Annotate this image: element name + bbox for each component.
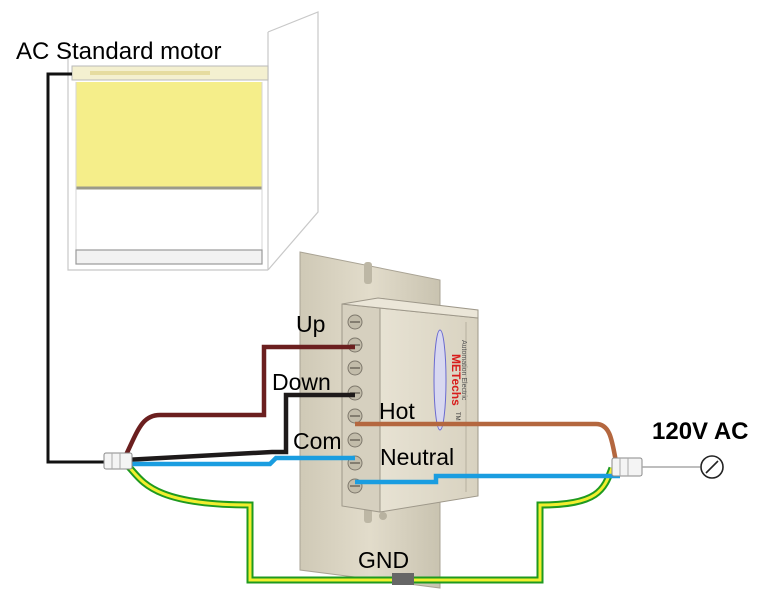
- com-label: Com: [293, 428, 342, 454]
- down-wire: [124, 392, 355, 463]
- shade-fabric: [76, 82, 262, 188]
- hot-label: Hot: [379, 398, 415, 424]
- ground-wire: [125, 463, 616, 585]
- up-wire: [122, 344, 355, 458]
- brand-name: METechs: [449, 354, 463, 406]
- right-wire-connector: [611, 457, 643, 477]
- down-label: Down: [272, 369, 331, 395]
- ac-source-icon: [700, 455, 724, 479]
- motor-title: AC Standard motor: [16, 38, 222, 65]
- neutral-label: Neutral: [380, 444, 455, 470]
- shade-bottom-bar: [75, 249, 263, 265]
- brand-tagline: Automation Electric: [460, 340, 467, 401]
- motor-lead-wire: [46, 72, 110, 464]
- terminal-screw: [347, 360, 363, 376]
- neutral-wire: [355, 473, 620, 485]
- terminal-screw: [347, 408, 363, 424]
- com-wire: [128, 455, 355, 467]
- gnd-label: GND: [358, 547, 410, 573]
- brand-label: METechs TM Automation Electric: [433, 329, 467, 431]
- left-wire-connector: [103, 452, 133, 470]
- hot-wire: [355, 421, 619, 463]
- terminal-screw: [347, 314, 363, 330]
- up-label: Up: [296, 311, 326, 337]
- brand-tm: TM: [454, 412, 460, 421]
- supply-voltage-label: 120V AC: [652, 418, 749, 445]
- terminal-screw: [347, 432, 363, 448]
